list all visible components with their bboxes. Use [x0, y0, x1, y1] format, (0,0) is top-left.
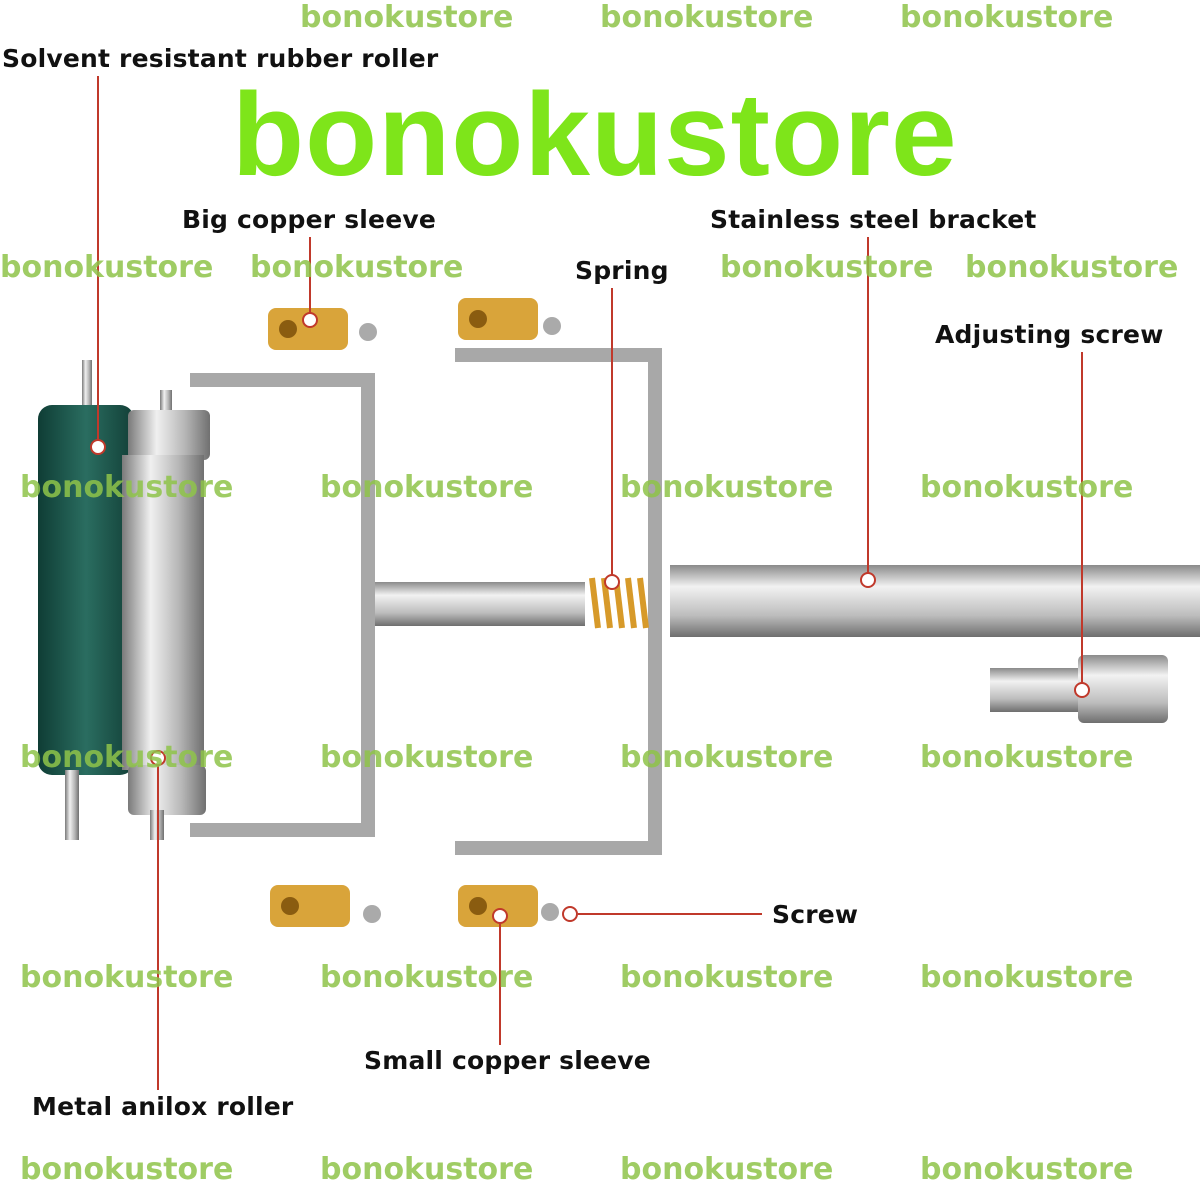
watermark: bonokustore: [620, 470, 834, 505]
watermark: bonokustore: [620, 1152, 834, 1187]
leader-lines: [90, 76, 1090, 1090]
left-bracket: [190, 373, 375, 837]
watermark: bonokustore: [20, 960, 234, 995]
label-small-copper-sleeve: Small copper sleeve: [364, 1046, 651, 1075]
watermark: bonokustore: [920, 1152, 1134, 1187]
watermark: bonokustore: [320, 740, 534, 775]
watermark: bonokustore: [965, 250, 1179, 285]
watermark: bonokustore: [20, 740, 234, 775]
watermark: bonokustore: [920, 960, 1134, 995]
anilox-roller: [122, 390, 210, 840]
label-big-copper-sleeve: Big copper sleeve: [182, 205, 437, 234]
watermark: bonokustore: [250, 250, 464, 285]
watermark: bonokustore: [0, 250, 214, 285]
label-adjusting-screw: Adjusting screw: [935, 320, 1164, 349]
watermark: bonokustore: [720, 250, 934, 285]
outer-tube: [670, 565, 1200, 637]
rubber-roller: [38, 360, 134, 840]
watermark: bonokustore: [320, 1152, 534, 1187]
adjusting-screw: [990, 655, 1168, 723]
watermark: bonokustore: [320, 470, 534, 505]
watermark: bonokustore: [920, 740, 1134, 775]
label-anilox-roller: Metal anilox roller: [32, 1092, 294, 1121]
label-stainless-bracket: Stainless steel bracket: [710, 205, 1037, 234]
label-spring: Spring: [575, 256, 669, 285]
copper-sleeves: [268, 298, 538, 927]
screw-balls: [359, 317, 561, 923]
right-bracket: [455, 348, 662, 855]
watermark: bonokustore: [920, 470, 1134, 505]
watermark: bonokustore: [320, 960, 534, 995]
watermark: bonokustore: [20, 1152, 234, 1187]
watermark: bonokustore: [620, 960, 834, 995]
inner-shaft: [375, 582, 585, 626]
watermark: bonokustore: [20, 470, 234, 505]
label-rubber-roller: Solvent resistant rubber roller: [2, 44, 439, 73]
label-screw: Screw: [772, 900, 859, 929]
store-watermark: bonokustore: [232, 69, 958, 201]
watermark: bonokustore: [900, 0, 1114, 35]
watermark: bonokustore: [600, 0, 814, 35]
watermark: bonokustore: [620, 740, 834, 775]
watermark: bonokustore: [300, 0, 514, 35]
